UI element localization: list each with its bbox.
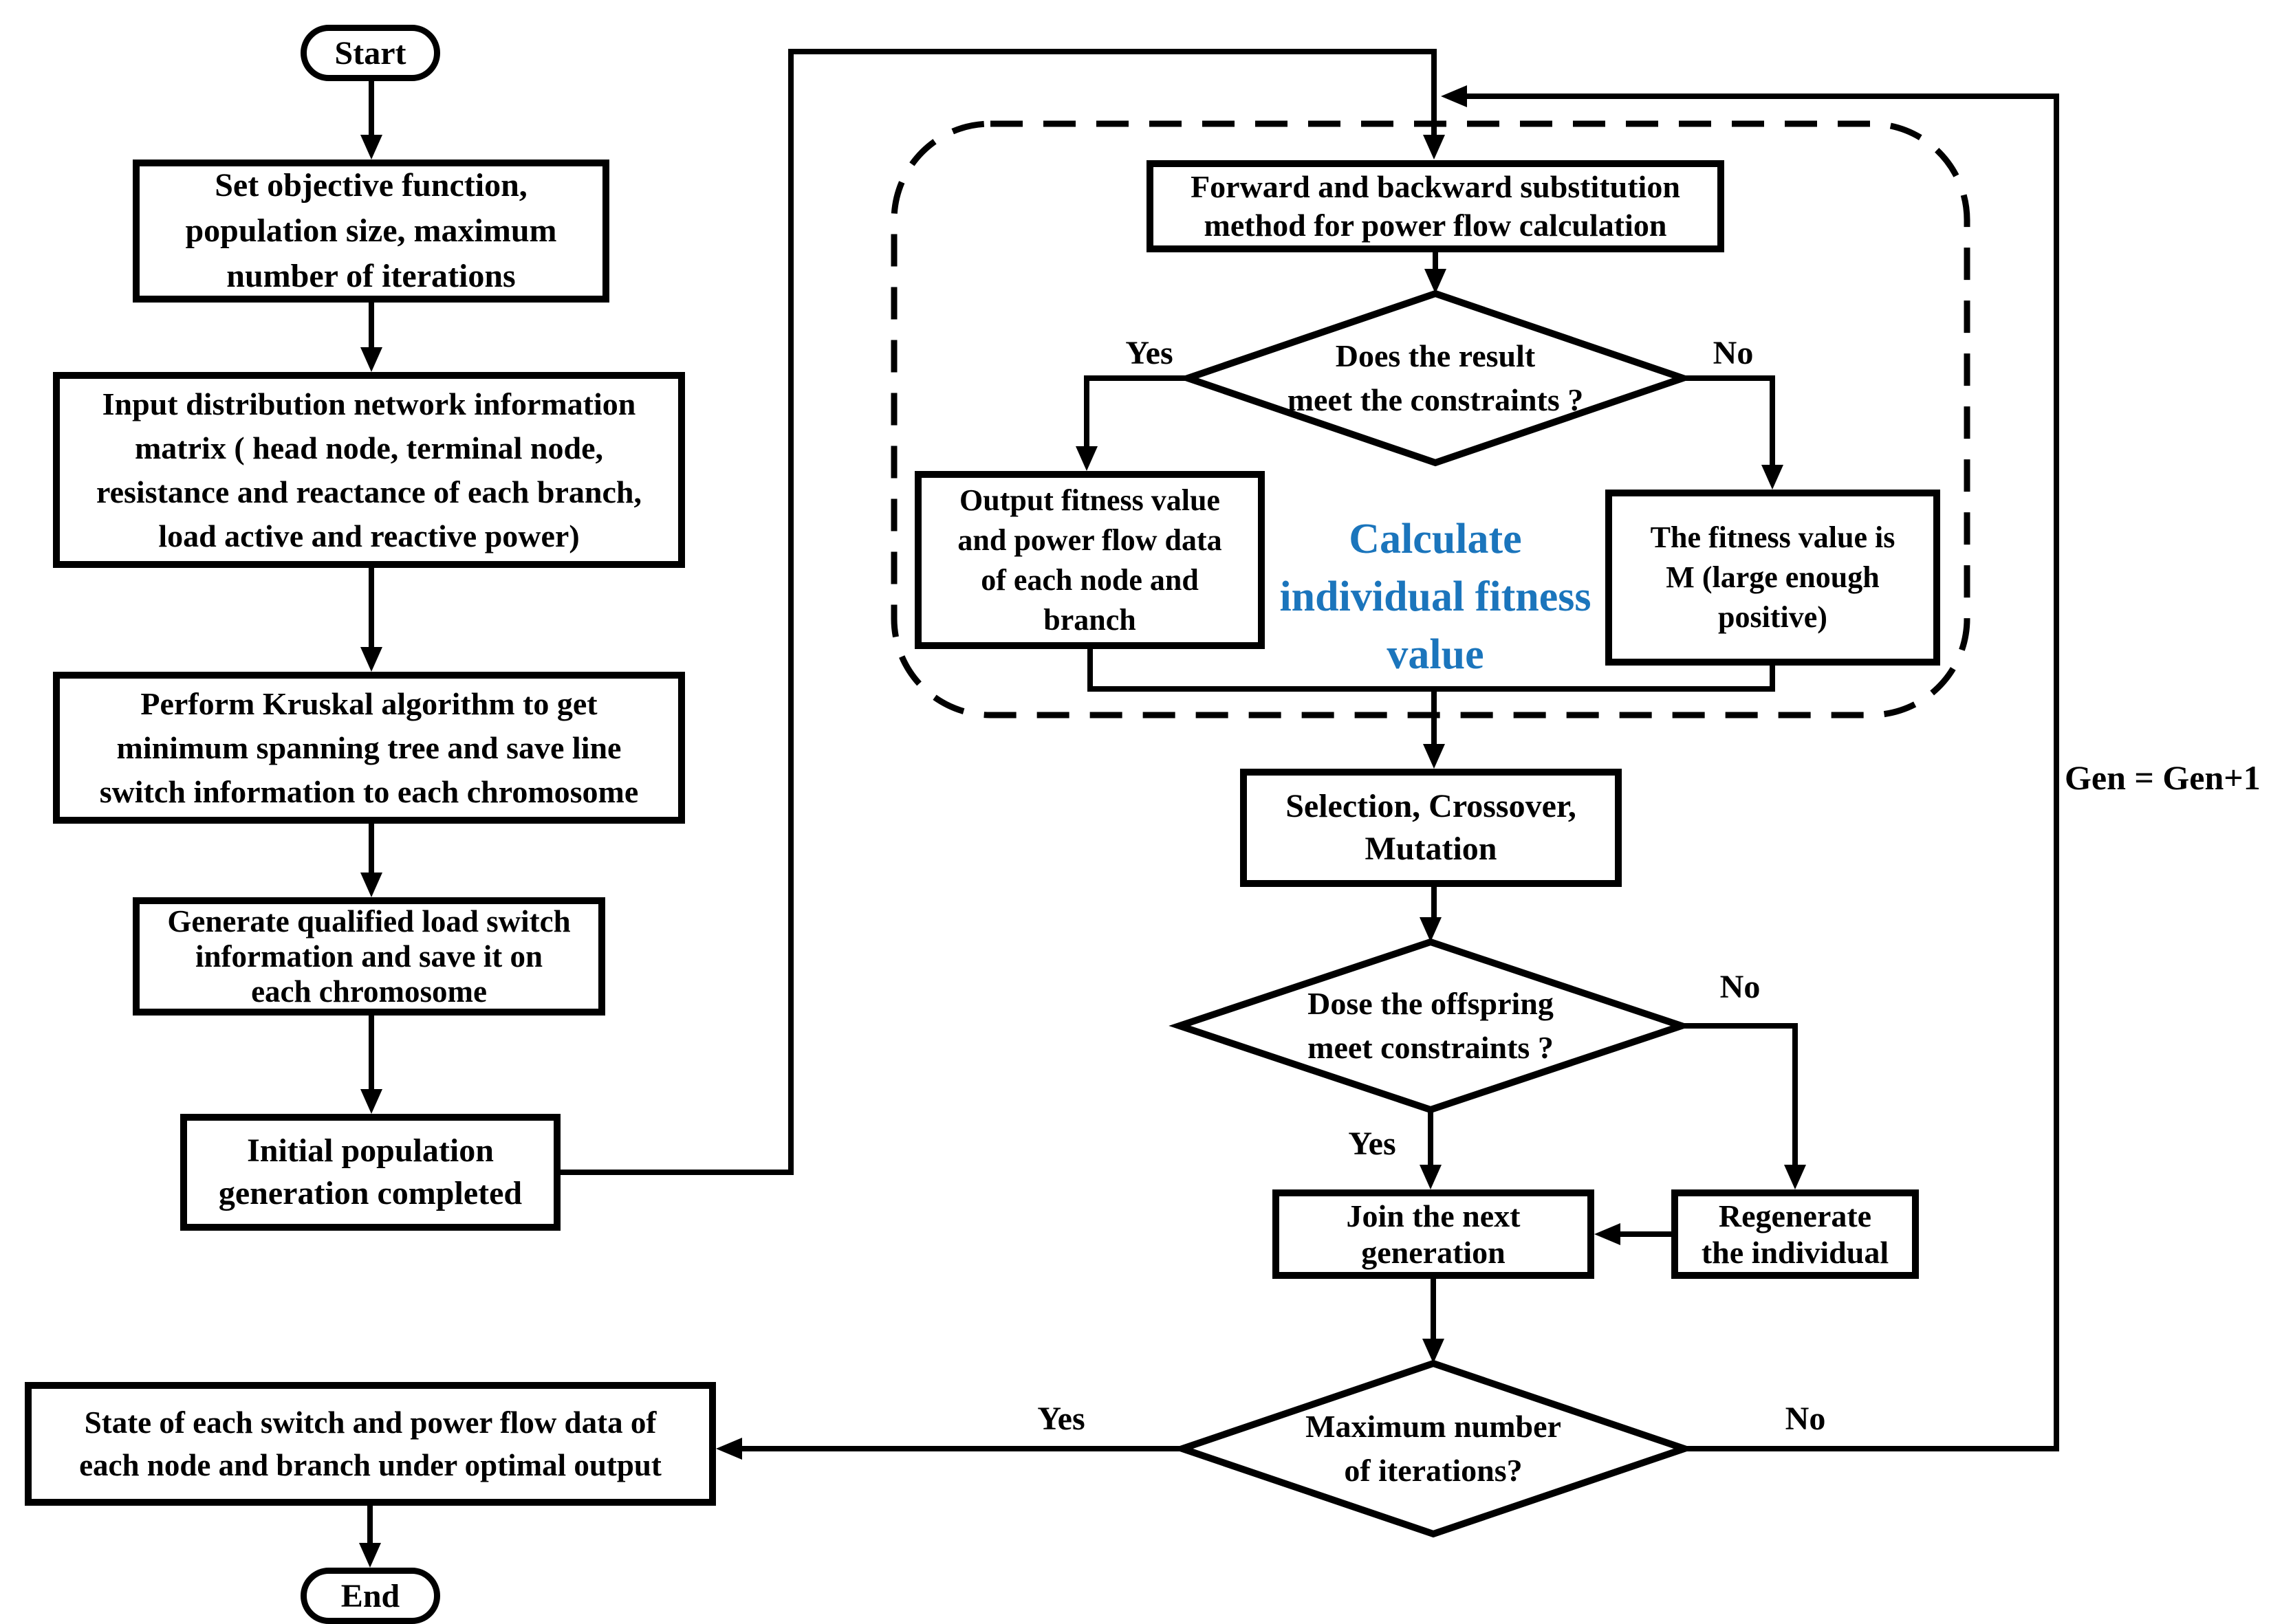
text-line: Set objective function, — [215, 167, 528, 204]
arrowhead-into-join — [1594, 1223, 1620, 1245]
decision-max-iter-text: Maximum number of iterations? — [1182, 1363, 1684, 1534]
text-line: Input distribution network information — [102, 386, 636, 421]
process-regenerate: Regenerate the individual — [1671, 1189, 1919, 1279]
label-yes-max-iter: Yes — [1037, 1401, 1085, 1437]
text-line: Selection, Crossover, — [1285, 788, 1576, 824]
arrowhead-regenerate — [1784, 1165, 1806, 1189]
decision-result-text: Does the result meet the constraints ? — [1188, 294, 1683, 463]
label-no-max-iter: No — [1785, 1401, 1826, 1437]
end-terminator: End — [301, 1568, 440, 1624]
arrowhead-join-next — [1420, 1165, 1442, 1189]
text-line: Initial population — [247, 1132, 494, 1169]
label-gen-increment: Gen = Gen+1 — [2065, 758, 2261, 797]
text-line: Generate qualified load switch — [167, 903, 571, 939]
text-line: and power flow data — [957, 523, 1222, 557]
decision-offspring-diamond — [1169, 938, 1693, 1114]
text-line: positive) — [1718, 600, 1827, 634]
text-line: the individual — [1701, 1235, 1889, 1270]
text-line: meet constraints ? — [1307, 1030, 1554, 1065]
arrowhead-power-flow — [1423, 135, 1445, 160]
text-line: of iterations? — [1344, 1453, 1523, 1488]
connector-max-iter-no-feedback — [1467, 94, 2059, 1451]
arrowhead-end — [359, 1543, 381, 1568]
process-join-next: Join the next generation — [1272, 1189, 1594, 1279]
text-line: of each node and — [981, 562, 1199, 597]
arrowhead-output-fitness — [1076, 446, 1098, 471]
text-line: Regenerate — [1718, 1198, 1872, 1233]
text-line: meet the constraints ? — [1287, 382, 1584, 417]
text-line: Calculate — [1349, 516, 1522, 562]
label-no-offspring: No — [1719, 969, 1761, 1005]
arrowhead-generate-switch — [360, 873, 382, 897]
text-line: switch information to each chromosome — [99, 773, 639, 809]
process-fitness-m: The fitness value is M (large enough pos… — [1605, 490, 1940, 666]
process-selection: Selection, Crossover, Mutation — [1240, 769, 1622, 887]
arrowhead-offspring-decision — [1420, 917, 1442, 942]
text-line: each node and branch under optimal outpu… — [79, 1448, 662, 1482]
connector-result-yes-to-output-fitness — [1084, 375, 1188, 448]
calculate-fitness-note: Calculate individual fitness value — [1126, 510, 1745, 683]
process-input-matrix: Input distribution network information m… — [53, 372, 685, 568]
text-line: Dose the offspring — [1307, 986, 1554, 1021]
text-line: generation — [1361, 1235, 1506, 1270]
text-line: Mutation — [1365, 831, 1497, 867]
arrowhead-set-objective — [360, 135, 382, 160]
text-line: information and save it on — [195, 939, 543, 974]
arrowhead-max-iter — [1422, 1339, 1444, 1363]
process-kruskal: Perform Kruskal algorithm to get minimum… — [53, 672, 685, 824]
text-line: Maximum number — [1305, 1409, 1561, 1444]
start-label: Start — [334, 34, 406, 72]
connector-offspring-no-to-regenerate — [1682, 1023, 1798, 1166]
text-line: Does the result — [1335, 338, 1536, 373]
text-line: The fitness value is — [1650, 520, 1895, 554]
text-line: Join the next — [1346, 1198, 1521, 1233]
text-line: each chromosome — [251, 974, 487, 1009]
process-state-output: State of each switch and power flow data… — [25, 1382, 716, 1506]
text-line: individual fitness — [1279, 573, 1591, 620]
arrowhead-initial-population — [360, 1089, 382, 1114]
end-label: End — [340, 1577, 400, 1614]
text-line: generation completed — [218, 1175, 523, 1211]
text-line: load active and reactive power) — [158, 518, 580, 553]
process-generate-switch: Generate qualified load switch informati… — [133, 897, 605, 1016]
decision-result-diamond — [1177, 289, 1694, 467]
connector-result-no-to-fitness-m — [1683, 375, 1775, 466]
text-line: Perform Kruskal algorithm to get — [140, 685, 598, 721]
text-line: population size, maximum — [185, 212, 557, 249]
label-yes-offspring: Yes — [1348, 1126, 1396, 1162]
text-line: value — [1387, 631, 1484, 678]
process-output-fitness: Output fitness value and power flow data… — [915, 471, 1265, 649]
label-no-result: No — [1713, 335, 1754, 371]
process-initial-population: Initial population generation completed — [180, 1114, 561, 1231]
process-set-objective: Set objective function, population size,… — [133, 160, 609, 303]
process-power-flow: Forward and backward substitution method… — [1147, 160, 1724, 252]
text-line: matrix ( head node, terminal node, — [134, 430, 603, 465]
arrowhead-feedback-into-chain — [1441, 85, 1467, 107]
text-line: Forward and backward substitution — [1191, 169, 1680, 204]
text-line: number of iterations — [226, 258, 516, 294]
arrowhead-into-state-output — [716, 1438, 742, 1460]
text-line: method for power flow calculation — [1204, 208, 1667, 243]
connector-initial-population-to-power-flow — [561, 49, 1437, 1175]
start-terminator: Start — [301, 25, 440, 81]
arrowhead-selection — [1423, 744, 1445, 769]
arrowhead-input-matrix — [360, 347, 382, 372]
text-line: State of each switch and power flow data… — [84, 1405, 657, 1440]
decision-max-iter-diamond — [1171, 1359, 1695, 1538]
text-line: minimum spanning tree and save line — [116, 729, 622, 765]
arrowhead-fitness-m — [1761, 465, 1783, 490]
decision-offspring-text: Dose the offspring meet constraints ? — [1180, 942, 1682, 1110]
text-line: resistance and reactance of each branch, — [96, 474, 642, 509]
fitness-group-dashed-border — [891, 120, 1970, 718]
text-line: M (large enough — [1666, 560, 1880, 594]
arrowhead-kruskal — [360, 647, 382, 672]
label-yes-result: Yes — [1125, 335, 1173, 371]
arrowhead-result-decision — [1424, 269, 1446, 294]
text-line: Output fitness value — [959, 483, 1220, 517]
text-line: branch — [1043, 602, 1136, 637]
